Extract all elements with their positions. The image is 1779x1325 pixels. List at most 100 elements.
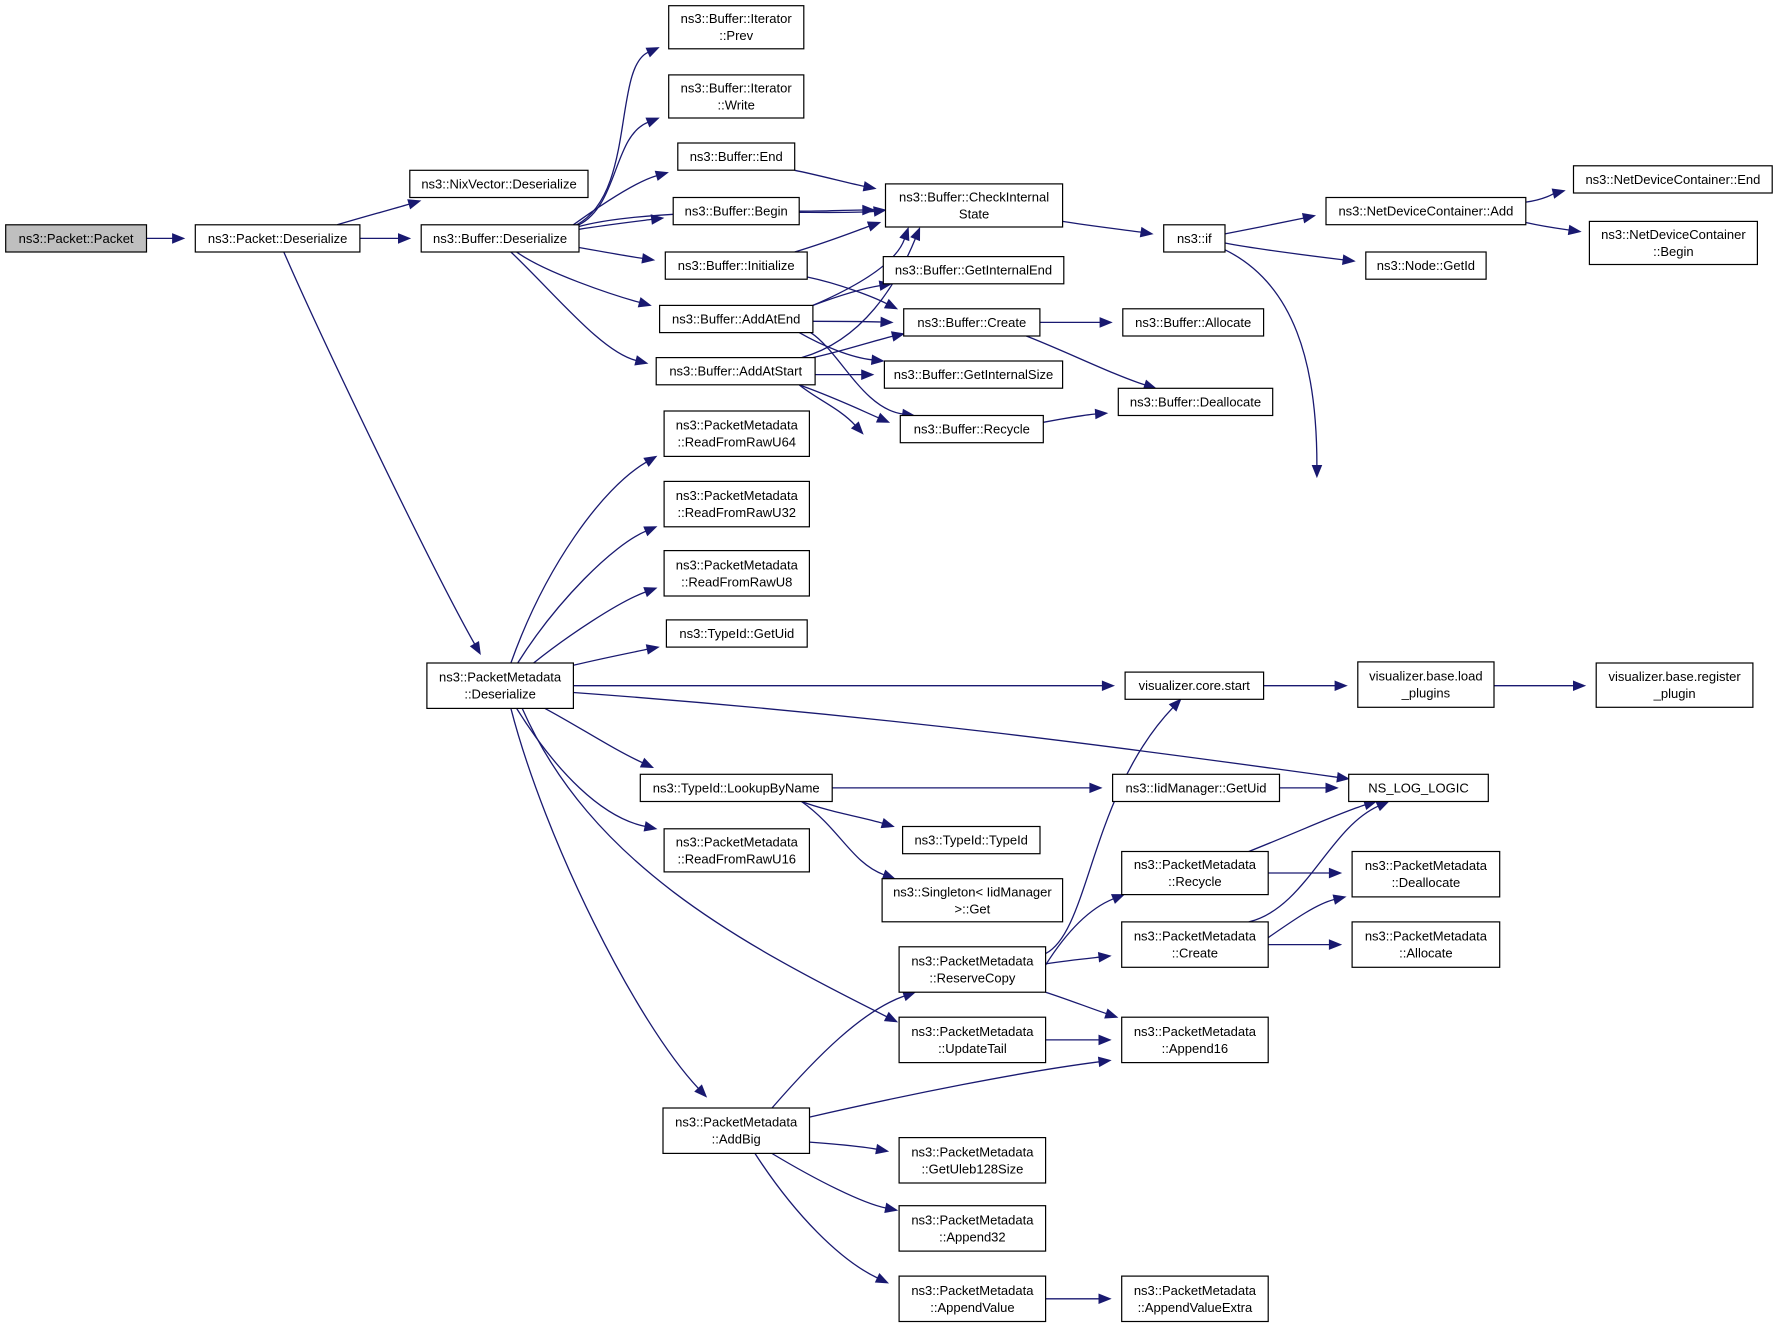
call-edge-buf_begin-to-buf_check [799,204,876,216]
node-pm-appendextra[interactable]: ns3::PacketMetadata::AppendValueExtra [1121,1275,1269,1323]
arrowhead-icon [1332,894,1347,905]
node-label: ::Begin [1653,244,1693,259]
call-edge-buf_deser-to-buf_addstart [510,251,649,366]
node-buf-end[interactable]: ns3::Buffer::End [677,142,796,171]
node-label: ns3::PacketMetadata [1134,929,1257,944]
node-label: ns3::PacketMetadata [1365,929,1488,944]
node-buf-dealloc[interactable]: ns3::Buffer::Deallocate [1117,387,1274,417]
node-buf-addend[interactable]: ns3::Buffer::AddAtEnd [658,304,814,334]
arrowhead-icon [1168,698,1182,712]
node-label: _plugins [1401,686,1451,701]
call-edge-iid_getuid-to-ns_log_logic [1279,782,1339,794]
node-label: ns3::Buffer::End [690,149,783,164]
node-label: ::Recycle [1168,874,1221,889]
node-box [658,304,814,334]
node-box [1111,773,1281,803]
node-pm-reserve[interactable]: ns3::PacketMetadata::ReserveCopy [898,946,1047,993]
edge-line [1062,220,1142,233]
call-edge-pm_deser-to-pm_u64 [510,455,658,664]
node-pm-addbig[interactable]: ns3::PacketMetadata::AddBig [662,1107,811,1155]
node-buf-getsize[interactable]: ns3::Buffer::GetInternalSize [883,360,1064,389]
node-it-prev[interactable]: ns3::Buffer::Iterator::Prev [668,5,805,50]
node-pm-deser[interactable]: ns3::PacketMetadata::Deserialize [426,662,574,710]
node-label: ::ReadFromRawU64 [678,435,797,450]
node-viz-start[interactable]: visualizer.core.start [1124,671,1265,700]
node-it-write[interactable]: ns3::Buffer::Iterator::Write [668,74,805,119]
edge-line [1045,956,1100,965]
node-box [1121,921,1269,968]
node-tid-getuid[interactable]: ns3::TypeId::GetUid [665,619,808,648]
node-viz-register[interactable]: visualizer.base.register_plugin [1595,662,1754,708]
call-edge-pm_addbig-to-pm_appendvalue [754,1153,890,1284]
edge-line [794,225,870,253]
node-label: ::ReadFromRawU16 [678,851,797,866]
call-edge-packet_ctor-to-packet_deser [146,233,186,244]
arrowhead-icon [1089,782,1103,794]
node-packet-ctor[interactable]: ns3::Packet::Packet [5,224,148,253]
node-pm-recycle[interactable]: ns3::PacketMetadata::Recycle [1121,850,1269,896]
node-tid-typeid[interactable]: ns3::TypeId::TypeId [901,825,1041,855]
node-node-getid[interactable]: ns3::Node::GetId [1365,251,1487,280]
node-pm-u32[interactable]: ns3::PacketMetadata::ReadFromRawU32 [663,480,810,528]
node-tid-lookup[interactable]: ns3::TypeId::LookupByName [639,773,833,803]
node-pm-append32[interactable]: ns3::PacketMetadata::Append32 [898,1205,1047,1252]
node-buf-addstart[interactable]: ns3::Buffer::AddAtStart [655,357,816,386]
node-pm-alloc[interactable]: ns3::PacketMetadata::Allocate [1351,921,1501,968]
node-buf-init[interactable]: ns3::Buffer::Initialize [664,251,808,280]
arrowhead-icon [1098,1293,1112,1305]
node-ns3-if[interactable]: ns3::if [1163,224,1226,253]
arrowhead-icon [1325,782,1339,794]
node-label: ::Allocate [1399,946,1452,961]
node-pm-u64[interactable]: ns3::PacketMetadata::ReadFromRawU64 [663,410,810,458]
arrowhead-icon [880,316,894,328]
node-pm-append16[interactable]: ns3::PacketMetadata::Append16 [1121,1016,1269,1064]
edge-line [801,800,883,824]
call-edge-pm_addbig-to-pm_reserve [771,991,917,1109]
node-label: ns3::Packet::Deserialize [208,231,347,246]
node-pm-uleb[interactable]: ns3::PacketMetadata::GetUleb128Size [898,1136,1047,1184]
node-pm-dealloc[interactable]: ns3::PacketMetadata::Deallocate [1351,850,1501,898]
node-nix-deser[interactable]: ns3::NixVector::Deserialize [409,169,589,199]
node-ns-log-logic[interactable]: NS_LOG_LOGIC [1348,773,1489,803]
node-ndc-end[interactable]: ns3::NetDeviceContainer::End [1572,165,1773,194]
node-buf-create[interactable]: ns3::Buffer::Create [903,308,1041,337]
call-edge-pm_create-to-pm_alloc [1268,939,1343,950]
node-buf-alloc[interactable]: ns3::Buffer::Allocate [1122,308,1265,337]
arrowhead-icon [1328,867,1343,879]
arrowhead-icon [172,233,186,244]
node-ndc-add[interactable]: ns3::NetDeviceContainer::Add [1325,196,1527,226]
edge-line [812,238,906,306]
node-pm-appendvalue[interactable]: ns3::PacketMetadata::AppendValue [898,1275,1047,1323]
call-edge-pm_deser-to-pm_addbig [510,708,708,1098]
arrowhead-icon [1573,680,1587,692]
node-pm-updatetail[interactable]: ns3::PacketMetadata::UpdateTail [898,1016,1047,1064]
node-label: ns3::Node::GetId [1377,258,1475,273]
node-buf-begin[interactable]: ns3::Buffer::Begin [672,196,800,226]
node-viz-load[interactable]: visualizer.base.load_plugins [1357,661,1495,708]
node-label: ::Deserialize [464,687,536,702]
arrowhead-icon [870,354,885,365]
edge-line [516,708,646,828]
node-iid-getuid[interactable]: ns3::IidManager::GetUid [1111,773,1281,803]
node-label: ::Create [1172,946,1218,961]
node-label: ns3::PacketMetadata [1134,1024,1257,1039]
edge-line [812,320,882,323]
call-edge-packet_deser-to-buf_deser [359,233,412,244]
edge-line [510,251,637,362]
node-pm-u16[interactable]: ns3::PacketMetadata::ReadFromRawU16 [663,828,810,873]
node-packet-deser[interactable]: ns3::Packet::Deserialize [194,224,361,253]
node-buf-getend[interactable]: ns3::Buffer::GetInternalEnd [882,256,1065,285]
node-buf-deser[interactable]: ns3::Buffer::Deserialize [420,224,580,253]
edge-line [1045,898,1114,966]
node-ndc-begin[interactable]: ns3::NetDeviceContainer::Begin [1588,220,1759,266]
arrowhead-icon [875,412,891,423]
edge-line [809,1141,877,1150]
node-pm-u8[interactable]: ns3::PacketMetadata::ReadFromRawU8 [663,549,810,597]
node-pm-create[interactable]: ns3::PacketMetadata::Create [1121,921,1269,968]
call-edges [146,47,1587,1305]
node-singleton-get[interactable]: ns3::Singleton< IidManager >::Get [881,878,1064,923]
arrowhead-icon [469,640,481,656]
node-buf-recycle[interactable]: ns3::Buffer::Recycle [899,414,1044,444]
